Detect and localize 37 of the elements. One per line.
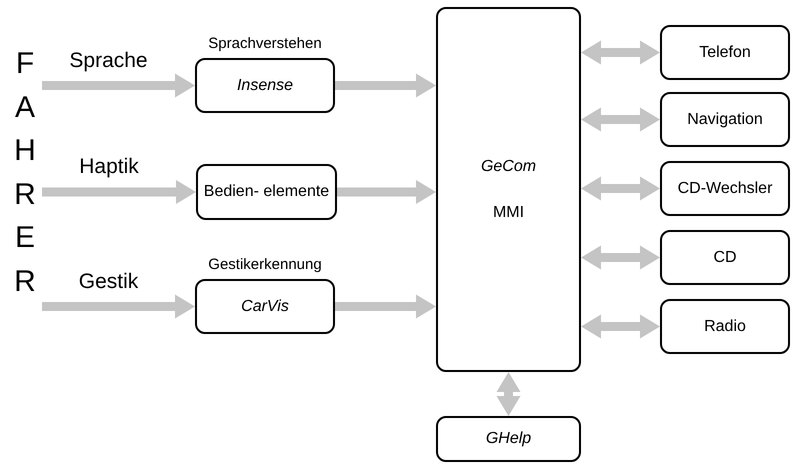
process-box	[660, 299, 790, 354]
process-box	[196, 164, 337, 220]
process-box	[660, 230, 790, 285]
process-box	[660, 25, 790, 80]
box-label: Insense	[236, 76, 294, 96]
block-arrow	[42, 180, 196, 204]
block-arrow	[581, 40, 660, 64]
box-label: CD	[712, 248, 738, 268]
block-arrow	[42, 74, 195, 98]
process-box	[660, 92, 790, 147]
process-box	[436, 416, 581, 462]
box-label: Radio	[703, 316, 747, 336]
block-arrow	[335, 294, 436, 318]
edge-label: Haptik	[79, 156, 139, 177]
vertical-label: FAHRER	[13, 46, 37, 300]
block-arrow	[581, 108, 660, 132]
edge-label: Gestik	[78, 270, 138, 292]
block-arrow	[42, 294, 195, 318]
box-heading: Sprachverstehen	[208, 36, 322, 51]
box-heading: Gestikerkennung	[208, 257, 322, 272]
box-label: CarVis	[240, 296, 290, 316]
box-label: Bedien- elemente	[202, 182, 330, 202]
box-label: Telefon	[698, 42, 752, 62]
box-label: CD-Wechsler	[676, 178, 774, 198]
block-arrow	[581, 314, 660, 338]
box-label: GHelp	[484, 429, 532, 449]
block-arrow	[581, 176, 660, 200]
edge-label: Sprache	[69, 50, 148, 70]
process-box	[436, 7, 581, 372]
block-arrow	[496, 372, 520, 416]
block-arrow	[335, 74, 436, 98]
block-arrow	[581, 246, 660, 270]
block-arrow	[337, 180, 436, 204]
box-label: Navigation	[686, 110, 764, 130]
box-label: MMI	[492, 202, 526, 222]
process-box	[660, 161, 790, 216]
box-label: GeCom	[480, 157, 538, 176]
